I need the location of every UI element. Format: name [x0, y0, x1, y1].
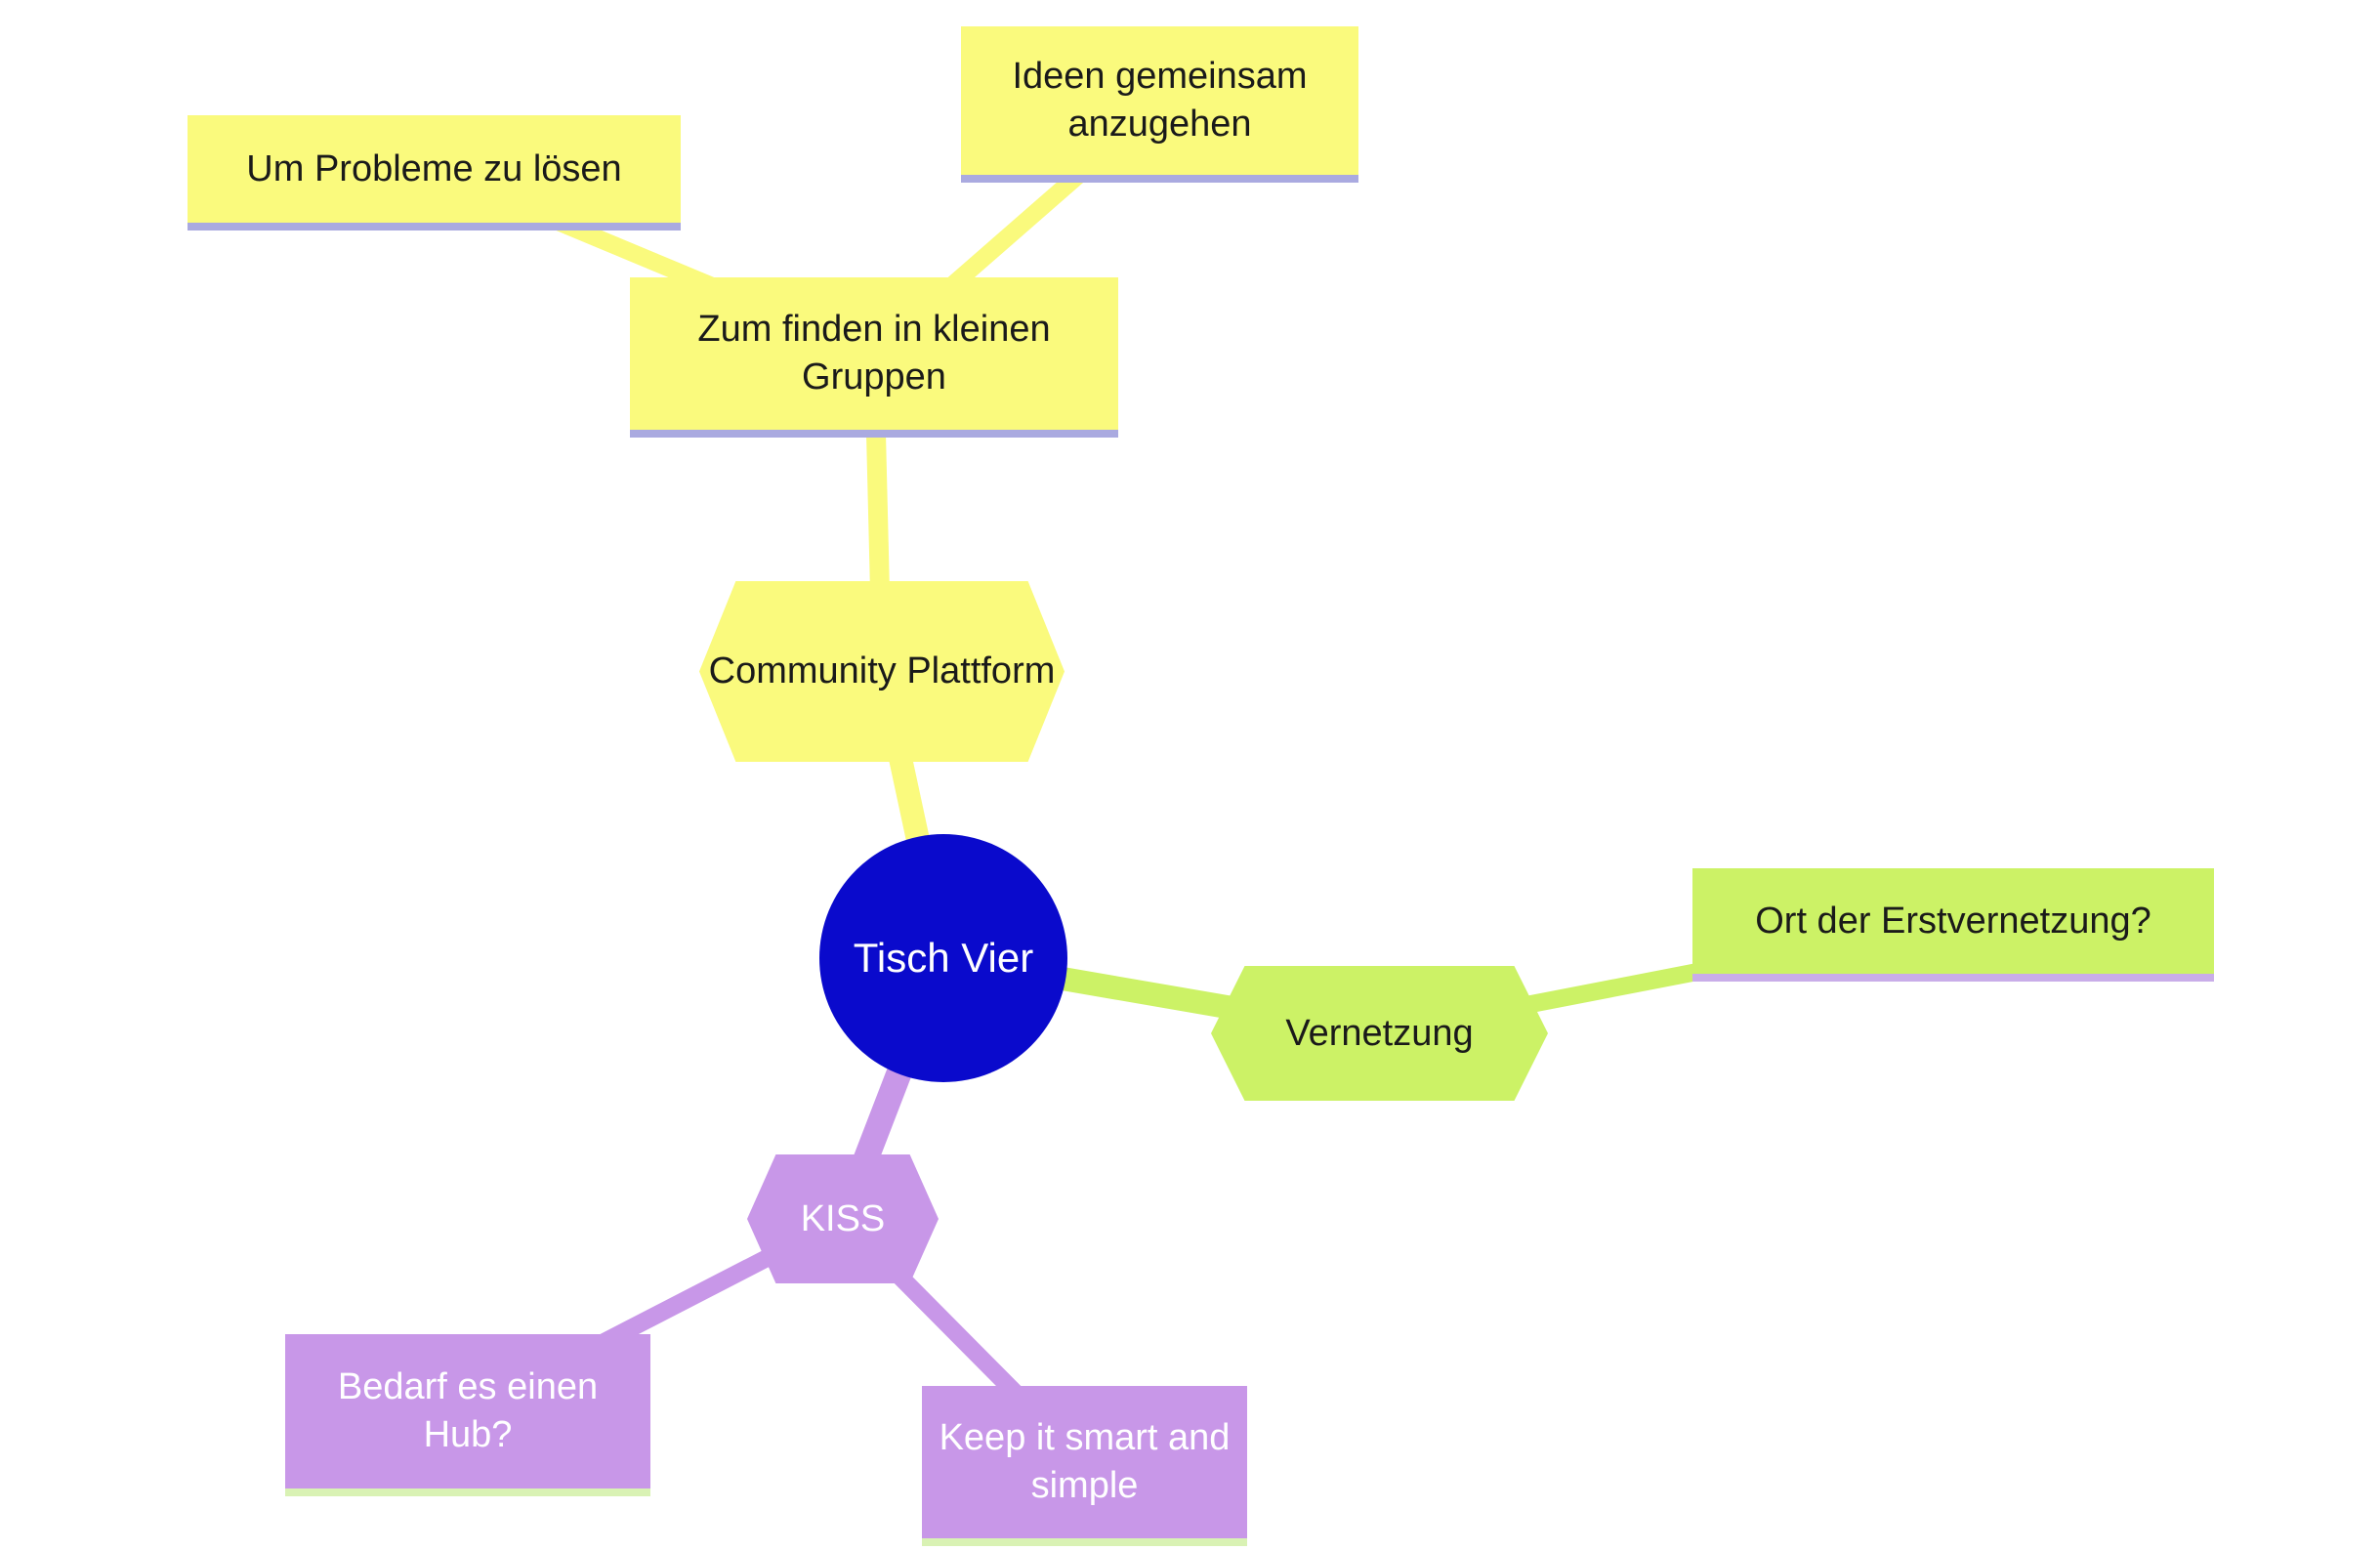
node-keep-it-smart-and-simple[interactable]: Keep it smart and simple — [922, 1386, 1247, 1546]
node-kiss[interactable]: KISS — [747, 1154, 939, 1283]
node-um-probleme-zu-loesen[interactable]: Um Probleme zu lösen — [188, 115, 681, 231]
node-bedarf-es-einen-hub[interactable]: Bedarf es einen Hub? — [285, 1334, 650, 1496]
node-label: Ideen gemeinsam anzugehen — [1012, 56, 1308, 145]
node-community-plattform[interactable]: Community Plattform — [699, 581, 1065, 762]
node-ort-der-erstvernetzung[interactable]: Ort der Erstvernetzung? — [1692, 868, 2214, 982]
node-label: Tisch Vier — [853, 935, 1034, 982]
node-vernetzung[interactable]: Vernetzung — [1211, 966, 1548, 1101]
node-label: Vernetzung — [1285, 1012, 1474, 1054]
node-label: Keep it smart and simple — [939, 1417, 1231, 1506]
node-zum-finden-in-kleinen-gruppen[interactable]: Zum finden in kleinen Gruppen — [630, 277, 1118, 438]
node-ideen-gemeinsam-anzugehen[interactable]: Ideen gemeinsam anzugehen — [961, 26, 1358, 183]
node-label: Bedarf es einen Hub? — [337, 1366, 599, 1455]
node-label: Um Probleme zu lösen — [246, 147, 622, 189]
node-label: Community Plattform — [708, 650, 1056, 692]
node-root-tisch-vier[interactable]: Tisch Vier — [819, 834, 1067, 1082]
node-label: KISS — [800, 1197, 886, 1239]
node-label: Zum finden in kleinen Gruppen — [697, 309, 1051, 398]
node-label: Ort der Erstvernetzung? — [1755, 900, 2151, 942]
